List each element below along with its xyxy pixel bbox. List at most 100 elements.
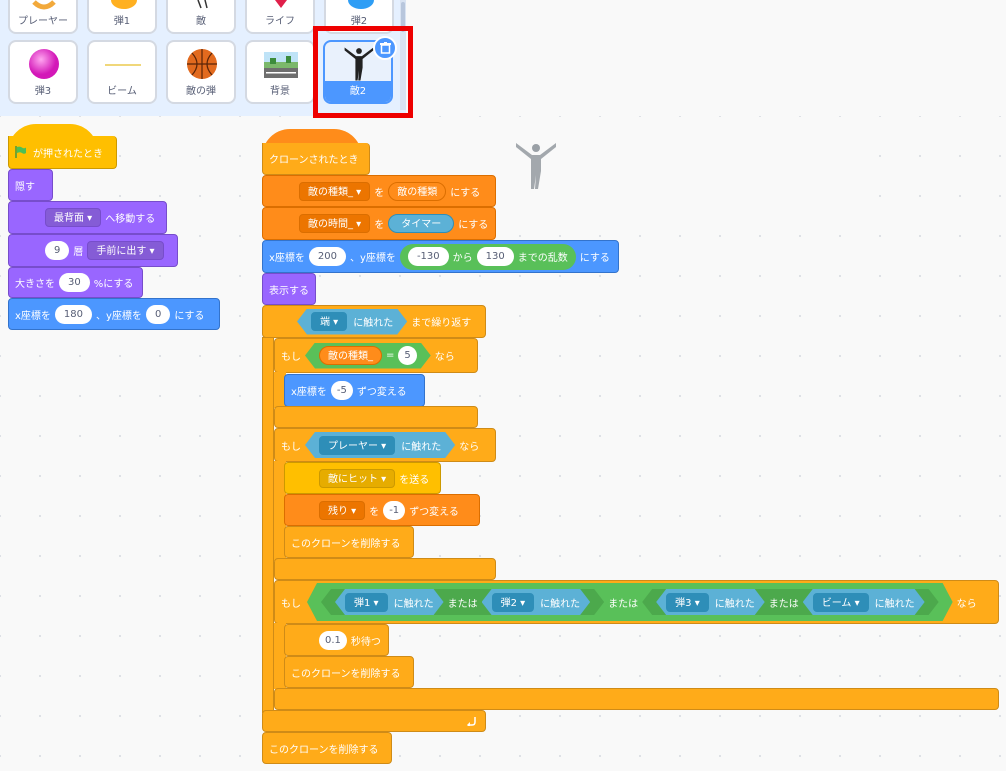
change-variable-block[interactable]: 残り を -1 ずつ変える [284,494,480,526]
if-touching-bullets-block[interactable]: もし 弾1 に触れた または 弾2 に触れた または 弾3 に触れた または [274,580,999,624]
block-text: もし [281,352,301,363]
block-text: %にする [93,279,134,290]
sprite-tile-enemy[interactable]: 敵 [166,0,236,34]
block-text: ずつ変える [356,387,407,398]
basketball-icon [187,49,217,79]
sprite-tile-bullet3[interactable]: 弾3 [8,40,78,104]
sprite-label: ライフ [265,16,295,27]
x-input[interactable]: 200 [308,247,347,266]
delete-sprite-button[interactable] [373,36,397,60]
x-input[interactable]: 180 [54,304,93,324]
touching-edge-condition[interactable]: 端 に触れた [297,309,407,335]
touching-beam-condition[interactable]: ビーム に触れた [803,589,925,615]
block-text: 隠す [15,181,35,193]
block-text: x座標を [15,310,51,322]
random-from-input[interactable]: -130 [407,247,449,266]
sprite-label: 弾2 [350,16,368,27]
block-text: にする [579,253,610,264]
block-text: このクローンを削除する [291,668,401,680]
go-layers-block[interactable]: 9 層 手前に出す [8,234,178,267]
block-text: にする [458,220,489,231]
sprite-tile-background[interactable]: 背景 [245,40,315,104]
touching-bullet1-condition[interactable]: 弾1 に触れた [335,589,444,615]
block-text: 層 [73,247,84,258]
when-cloned-block[interactable]: クローンされたとき [262,143,370,175]
enemy2-dancer-icon [344,47,374,81]
when-flag-clicked-block[interactable]: が押されたとき [8,136,117,169]
touching-bullet3-condition[interactable]: 弾3 に触れた [656,589,765,615]
message-dropdown[interactable]: 敵にヒット [319,468,396,488]
if-c-arm [274,461,286,561]
variable-dropdown[interactable]: 残り [319,500,366,520]
block-text: に触れた [353,318,394,329]
timer-reporter[interactable]: タイマー [388,214,455,233]
touch-target-dropdown[interactable]: 端 [311,312,347,331]
sprite-pane-scrollbar[interactable] [400,0,406,110]
variable-reporter[interactable]: 敵の種類 [388,181,447,201]
block-text: 、y座標を [96,310,142,322]
if-touching-player-block[interactable]: もし プレーヤー に触れた なら [274,428,496,462]
or-condition-inner[interactable]: 弾3 に触れた または ビーム に触れた [642,589,938,615]
delete-clone-final-block[interactable]: このクローンを削除する [262,732,392,764]
or-condition-outer[interactable]: 弾1 に触れた または 弾2 に触れた または 弾3 に触れた または ビーム [307,583,953,621]
delete-clone-block[interactable]: このクローンを削除する [284,526,414,558]
layer-dropdown[interactable]: 最背面 [45,208,102,227]
sprite-tile-enemy-bullet[interactable]: 敵の弾 [166,40,236,104]
if-c-bottom [274,406,478,428]
random-to-input[interactable]: 130 [476,247,514,266]
green-flag-icon [15,146,26,158]
if-type-5-block[interactable]: もし 敵の種類_ = 5 なら [274,338,478,373]
touching-player-condition[interactable]: プレーヤー に触れた [305,432,455,458]
change-var-input[interactable]: -1 [383,500,406,520]
or-condition-inner[interactable]: 弾1 に触れた または 弾2 に触れた [321,589,604,615]
code-workspace[interactable] [0,116,1006,771]
variable-reporter[interactable]: 敵の種類_ [319,346,382,365]
repeat-until-block[interactable]: 端 に触れた まで繰り返す [262,305,486,338]
touch-target-dropdown[interactable]: 弾3 [666,593,709,612]
sprite-tile-player[interactable]: プレーヤー [8,0,78,34]
change-x-input[interactable]: -5 [330,381,353,400]
touch-target-dropdown[interactable]: 弾2 [492,593,535,612]
touch-target-dropdown[interactable]: ビーム [813,593,869,612]
block-text: を [369,506,380,518]
sprite-pane-scroll-thumb[interactable] [401,2,405,32]
pick-random-reporter[interactable]: -130 から 130 までの乱数 [399,243,576,270]
sprite-tile-bullet1[interactable]: 弾1 [87,0,157,34]
touch-target-dropdown[interactable]: プレーヤー [319,436,395,455]
go-to-layer-block[interactable]: 最背面 へ移動する [8,201,167,234]
block-text: に触れた [393,598,434,610]
sprite-tile-enemy2-selected[interactable]: 敵2 [323,36,397,104]
block-text: または [768,598,799,610]
landscape-icon [264,52,298,78]
sprite-tile-life[interactable]: ライフ [245,0,315,34]
size-input[interactable]: 30 [59,273,90,292]
y-input[interactable]: 0 [145,304,171,324]
set-variable-type-block[interactable]: 敵の種類_ を 敵の種類 にする [262,175,496,207]
block-text: に触れた [874,598,915,610]
compare-value-input[interactable]: 5 [398,346,416,365]
touching-bullet2-condition[interactable]: 弾2 に触れた [482,589,591,615]
go-to-xy-block[interactable]: x座標を 180 、y座標を 0 にする [8,298,220,330]
variable-dropdown[interactable]: 敵の種類_ [299,181,371,201]
change-x-block[interactable]: x座標を -5 ずつ変える [284,374,425,407]
wait-seconds-input[interactable]: 0.1 [319,630,347,650]
touch-target-dropdown[interactable]: 弾1 [345,593,388,612]
go-to-xy-random-block[interactable]: x座標を 200 、y座標を -130 から 130 までの乱数 にする [262,240,619,273]
direction-dropdown[interactable]: 手前に出す [87,241,164,260]
set-size-block[interactable]: 大きさを 30 %にする [8,267,143,298]
layers-input[interactable]: 9 [45,241,70,260]
set-variable-time-block[interactable]: 敵の時間_ を タイマー にする [262,207,496,240]
delete-clone-block[interactable]: このクローンを削除する [284,656,414,688]
show-block[interactable]: 表示する [262,273,316,305]
sprite-tile-beam[interactable]: ビーム [87,40,157,104]
if-c-bottom [274,688,999,710]
wait-block[interactable]: 0.1 秒待つ [284,624,389,656]
variable-dropdown[interactable]: 敵の時間_ [299,214,371,233]
broadcast-block[interactable]: 敵にヒット を送る [284,462,441,494]
hide-block[interactable]: 隠す [8,169,53,201]
trash-icon [380,42,391,54]
block-text: 、y座標を [350,253,396,264]
equals-condition[interactable]: 敵の種類_ = 5 [305,343,431,369]
sprite-label: プレーヤー [18,16,68,27]
